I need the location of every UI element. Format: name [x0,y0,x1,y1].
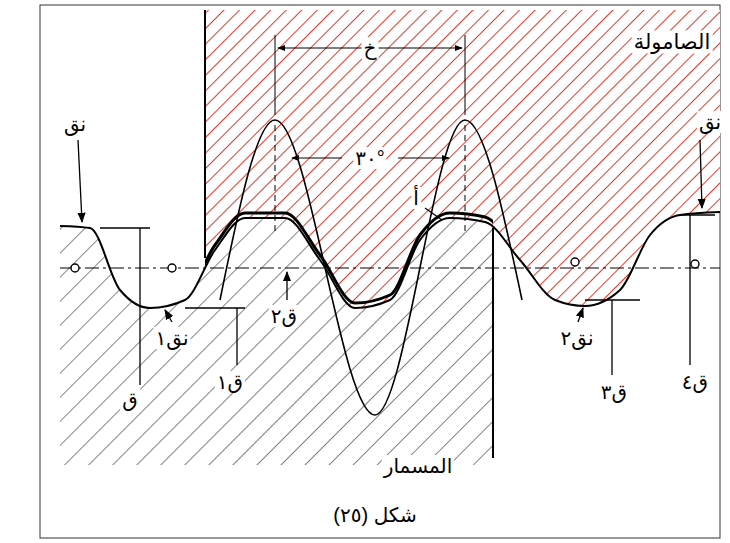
leader-line [78,140,82,222]
leader-line [578,308,583,322]
dimension-label: ق٣ [599,381,629,403]
nut-edge [204,10,206,258]
leader-line [425,208,442,220]
frame [40,5,720,538]
part-name: الصامولة [632,30,713,53]
extension-line [465,35,466,115]
dimension-label: أ [411,187,421,209]
dimension-label: نق٢ [559,327,596,349]
dimension-label: ق٤ [680,371,710,393]
leader-line [286,272,287,300]
dimension-label: نق [697,111,723,133]
bolt-section [60,212,493,465]
dimension-line [139,228,140,385]
dimension-label: نق [62,113,88,135]
bolt-edge [492,228,494,458]
angle-arrow [292,158,342,159]
angle-arrow [398,158,449,159]
dimension-label: نق١ [154,327,191,349]
radius-center [168,264,176,272]
dimension-label: ق٢ [269,305,299,327]
leader-line [700,140,702,208]
part-name: المسمار [382,455,454,477]
thread-profile-nut [205,207,493,303]
radius-center [71,264,79,272]
leader-line [165,310,172,322]
dimension-label: ٣٠° [353,147,386,169]
dimension-label: خ [362,37,379,59]
center-line [60,268,720,269]
dimension-label: ق [120,389,140,411]
extension-line [275,35,276,115]
radius-center [571,258,579,266]
dimension-line [680,214,715,215]
dimension-line [185,307,245,308]
dimension-line [611,300,612,375]
dimension-label: ق١ [215,371,245,393]
apex-dash [275,125,276,232]
radius-center [691,260,699,268]
dimension-line [236,308,237,365]
dimension-line [689,215,690,365]
dimension-line [100,227,150,228]
figure-caption: شكل (٢٥) [331,504,418,526]
apex-dash [465,125,466,232]
